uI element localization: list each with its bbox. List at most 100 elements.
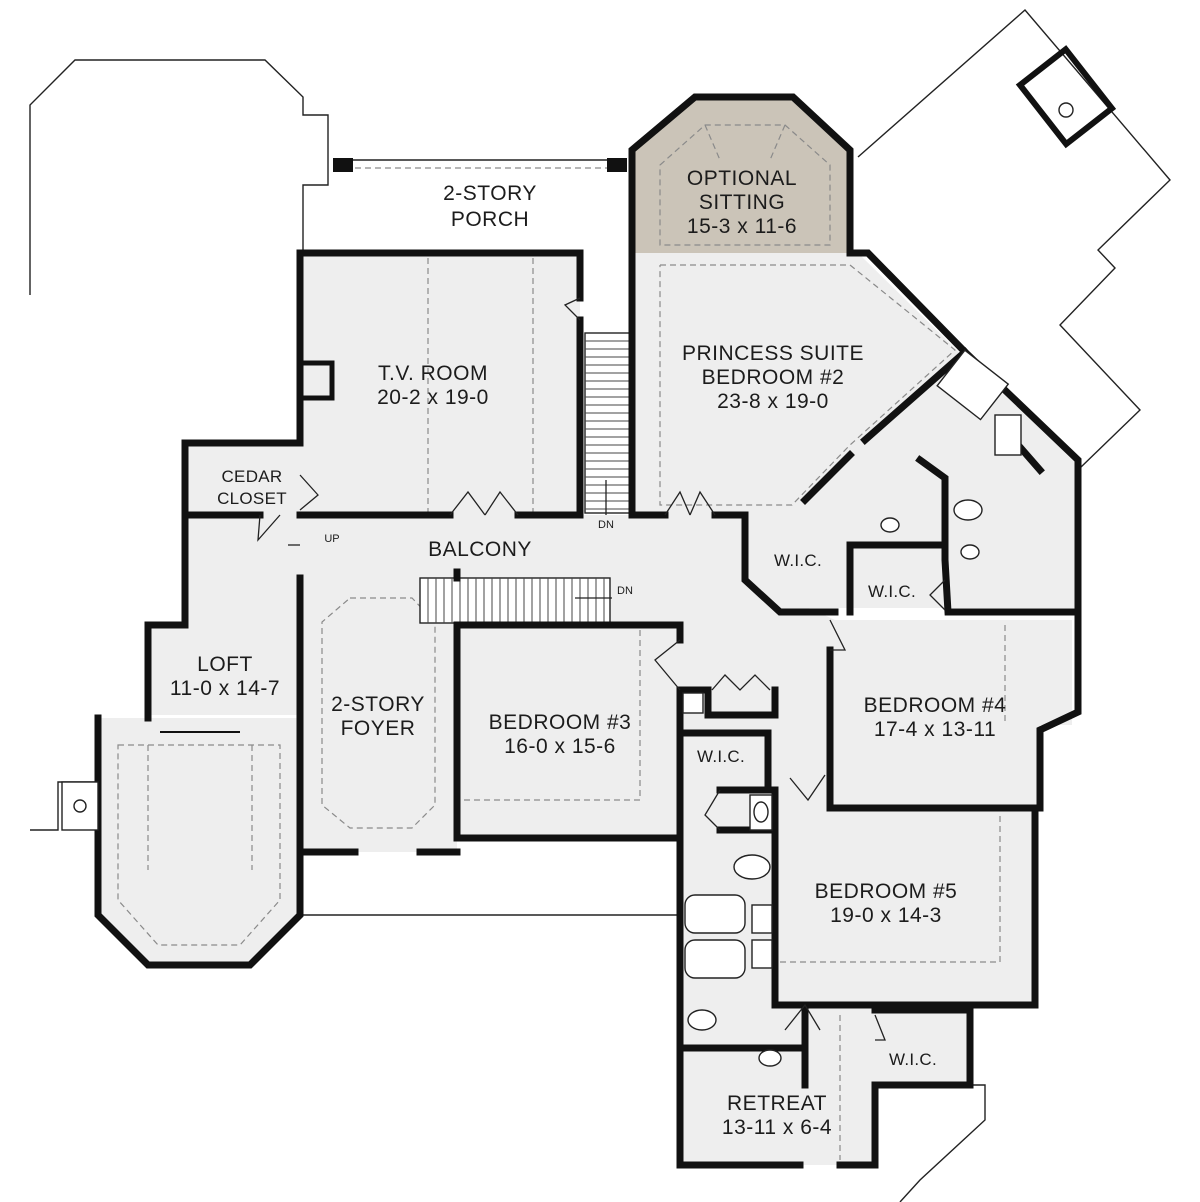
bed4-walls: [826, 608, 1082, 812]
retreat-door: [784, 1003, 821, 1031]
entry-column: [61, 781, 99, 831]
suite-sink-2: [960, 544, 980, 560]
staircases: [288, 332, 631, 624]
optional-sitting-fill: [635, 97, 850, 253]
retreat-toilet: [687, 1009, 717, 1031]
exterior-outlines: [29, 9, 1171, 1202]
foyer-label-2: FOYER: [341, 717, 416, 740]
tv-room-dims: 20-2 x 19-0: [377, 386, 489, 409]
porch-post-left: [333, 158, 353, 172]
suite-tub: [936, 349, 1010, 421]
cedar-walls: [181, 439, 304, 519]
bedroom3-label: BEDROOM #3: [489, 711, 632, 734]
bed3-walls: [453, 621, 684, 842]
deck-outline-right: [857, 9, 1171, 469]
retreat-sink: [758, 1049, 782, 1067]
hall-toilet: [733, 854, 771, 880]
wic-retreat-label: W.I.C.: [889, 1050, 937, 1069]
wic-hall-label: W.I.C.: [697, 747, 745, 766]
bedroom3-fill: [457, 625, 680, 838]
chimney-flue-icon: [1058, 102, 1074, 118]
retreat-dims: 13-11 x 6-4: [722, 1116, 832, 1139]
foyer-walls: [296, 714, 359, 856]
porch-label-1: 2-STORY: [443, 182, 537, 205]
loft-label: LOFT: [197, 653, 253, 676]
cedar-closet-fill: [185, 443, 300, 515]
suite-double-door: [664, 490, 716, 516]
bed5-walls: [771, 804, 1039, 1009]
main-stair-run: [584, 332, 631, 514]
bedroom5-dims: 19-0 x 14-3: [830, 904, 942, 927]
tv-room-fill: [300, 253, 580, 515]
suite-bath-wall-2: [800, 450, 855, 505]
up-label: UP: [324, 533, 339, 545]
garage-roof-outline: [29, 59, 329, 295]
bath-left-wall: [676, 834, 804, 1169]
sitting-ray-2: [769, 124, 786, 161]
dn-label-stair: DN: [598, 519, 614, 531]
suite-tray-ceiling: [659, 264, 956, 506]
cedar-door: [299, 474, 319, 511]
suite-label-2: BEDROOM #2: [702, 366, 845, 389]
doors: [257, 297, 946, 1041]
sitting-walls: [628, 93, 854, 257]
sitting-label-3: 15-3 x 11-6: [687, 215, 797, 238]
wic-retreat-door: [874, 1014, 886, 1041]
hall-bath-door: [704, 789, 721, 831]
suite-sink-1: [880, 517, 900, 533]
hall-sink: [753, 801, 769, 823]
bed3-ceiling: [460, 630, 641, 801]
chimney-cap: [1015, 45, 1117, 149]
bed4-door: [829, 619, 847, 651]
entry-column-icon: [73, 799, 87, 813]
sitting-label-1: OPTIONAL: [687, 167, 797, 190]
bed3-closet-box: [682, 692, 704, 714]
bed5-door: [789, 774, 826, 802]
turret-walls: [94, 714, 304, 969]
room-labels: 2-STORY PORCH OPTIONAL SITTING 15-3 x 11…: [170, 167, 1006, 1139]
dn-label-foyer: DN: [617, 585, 633, 597]
fixtures: [682, 349, 1022, 1067]
rear-steps-outline: [880, 1084, 986, 1202]
cedar-label-2: CLOSET: [217, 489, 287, 508]
main-stair-treads: [585, 340, 630, 510]
tv-double-door: [449, 490, 519, 516]
stair-door: [563, 297, 581, 321]
hall-tub-1: [684, 894, 746, 934]
linen-shelf-1: [751, 904, 773, 934]
porch-label-2: PORCH: [451, 208, 529, 231]
bedroom3-dims: 16-0 x 15-6: [504, 735, 616, 758]
balcony-label: BALCONY: [428, 538, 532, 561]
foyer-fill: [300, 578, 457, 852]
wic-retreat-fill: [875, 1010, 970, 1085]
retreat-label: RETREAT: [727, 1092, 827, 1115]
bedroom4-label: BEDROOM #4: [864, 694, 1007, 717]
loft-door: [257, 514, 281, 542]
turret-vault: [117, 744, 281, 946]
wic-wall: [741, 511, 839, 616]
room-fills: [98, 97, 1078, 1165]
suite-toilet: [953, 499, 983, 521]
bed5-ceiling: [780, 815, 1001, 963]
bedroom4-dims: 17-4 x 13-11: [874, 718, 996, 741]
hall-tub-2: [684, 939, 746, 979]
bed3-door: [654, 639, 681, 691]
linen-shelf-2: [751, 939, 773, 969]
tv-room-walls: [296, 249, 584, 447]
wic-suite-left-label: W.I.C.: [774, 551, 822, 570]
turret-fill: [98, 718, 300, 965]
tv-column: [297, 360, 335, 401]
cedar-label-1: CEDAR: [221, 467, 282, 486]
suite-bath-wall: [860, 347, 970, 445]
toilet-room-door: [994, 414, 1022, 456]
sitting-ray-1: [704, 124, 721, 161]
bedroom5-fill: [775, 808, 1035, 1005]
porch-post-right: [607, 158, 627, 172]
suite-label-1: PRINCESS SUITE: [682, 342, 864, 365]
suite-dims: 23-8 x 19-0: [717, 390, 829, 413]
foyer-stair-treads: [427, 578, 605, 623]
suite-wic-door: [929, 579, 946, 611]
wic-suite-right-label: W.I.C.: [868, 582, 916, 601]
linen-double-door: [711, 674, 771, 691]
